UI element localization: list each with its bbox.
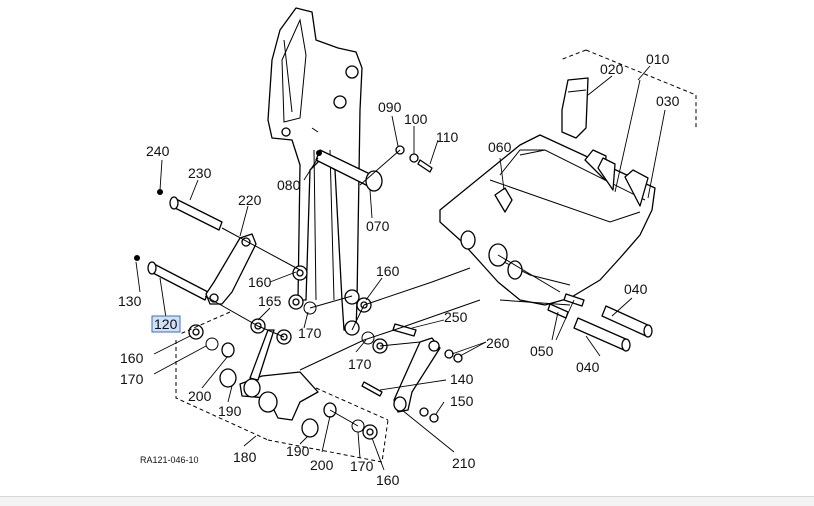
callout-170-c[interactable]: 170 — [120, 371, 144, 387]
washers — [188, 265, 388, 440]
callout-170-d[interactable]: 170 — [350, 458, 374, 474]
callout-130[interactable]: 130 — [118, 293, 142, 309]
pin-230 — [157, 189, 223, 231]
pin-070 — [315, 145, 433, 192]
callout-050[interactable]: 050 — [530, 343, 554, 359]
callout-250[interactable]: 250 — [444, 309, 468, 325]
callout-labels: 010 020 030 040 040 050 060 070 080 090 … — [118, 51, 680, 488]
pins-040 — [547, 293, 653, 352]
callout-060[interactable]: 060 — [488, 139, 512, 155]
leader-lines — [135, 65, 666, 471]
link-210 — [361, 323, 463, 423]
callout-090[interactable]: 090 — [378, 99, 402, 115]
callout-160-c[interactable]: 160 — [120, 350, 144, 366]
callout-150[interactable]: 150 — [450, 393, 474, 409]
callout-070[interactable]: 070 — [366, 218, 390, 234]
callout-100[interactable]: 100 — [404, 111, 428, 127]
callout-230[interactable]: 230 — [188, 165, 212, 181]
callout-240[interactable]: 240 — [146, 143, 170, 159]
callout-210[interactable]: 210 — [452, 455, 476, 471]
group-boundaries — [175, 49, 697, 463]
bucket-tooth — [561, 77, 589, 139]
callout-030[interactable]: 030 — [656, 93, 680, 109]
callout-170-b[interactable]: 170 — [348, 356, 372, 372]
callout-040-upper[interactable]: 040 — [624, 281, 648, 297]
callout-165[interactable]: 165 — [258, 293, 282, 309]
callout-190-b[interactable]: 190 — [286, 443, 310, 459]
callout-160-b[interactable]: 160 — [376, 263, 400, 279]
callout-140[interactable]: 140 — [450, 371, 474, 387]
callout-170-a[interactable]: 170 — [298, 325, 322, 341]
callout-220[interactable]: 220 — [238, 192, 262, 208]
assembly-lines — [204, 149, 571, 427]
callout-110[interactable]: 110 — [436, 129, 459, 145]
callout-120[interactable]: 120 — [154, 316, 178, 332]
callout-040-lower[interactable]: 040 — [576, 359, 600, 375]
callout-160-a[interactable]: 160 — [248, 274, 272, 290]
callout-080[interactable]: 080 — [277, 177, 301, 193]
callout-200-a[interactable]: 200 — [188, 388, 212, 404]
link-220 — [205, 233, 257, 305]
drawing-code: RA121-046-10 — [140, 455, 199, 465]
bottom-scroll-edge — [0, 496, 814, 506]
pin-120 — [134, 255, 209, 301]
callout-180[interactable]: 180 — [233, 449, 257, 465]
selected-callout-highlight — [151, 315, 181, 333]
link-180 — [219, 329, 337, 438]
callout-160-d[interactable]: 160 — [376, 472, 400, 488]
callout-200-b[interactable]: 200 — [310, 457, 334, 473]
callout-020[interactable]: 020 — [600, 61, 624, 77]
callout-190-a[interactable]: 190 — [218, 403, 242, 419]
callout-260[interactable]: 260 — [486, 335, 510, 351]
callout-010[interactable]: 010 — [646, 51, 670, 67]
bucket — [439, 134, 656, 306]
